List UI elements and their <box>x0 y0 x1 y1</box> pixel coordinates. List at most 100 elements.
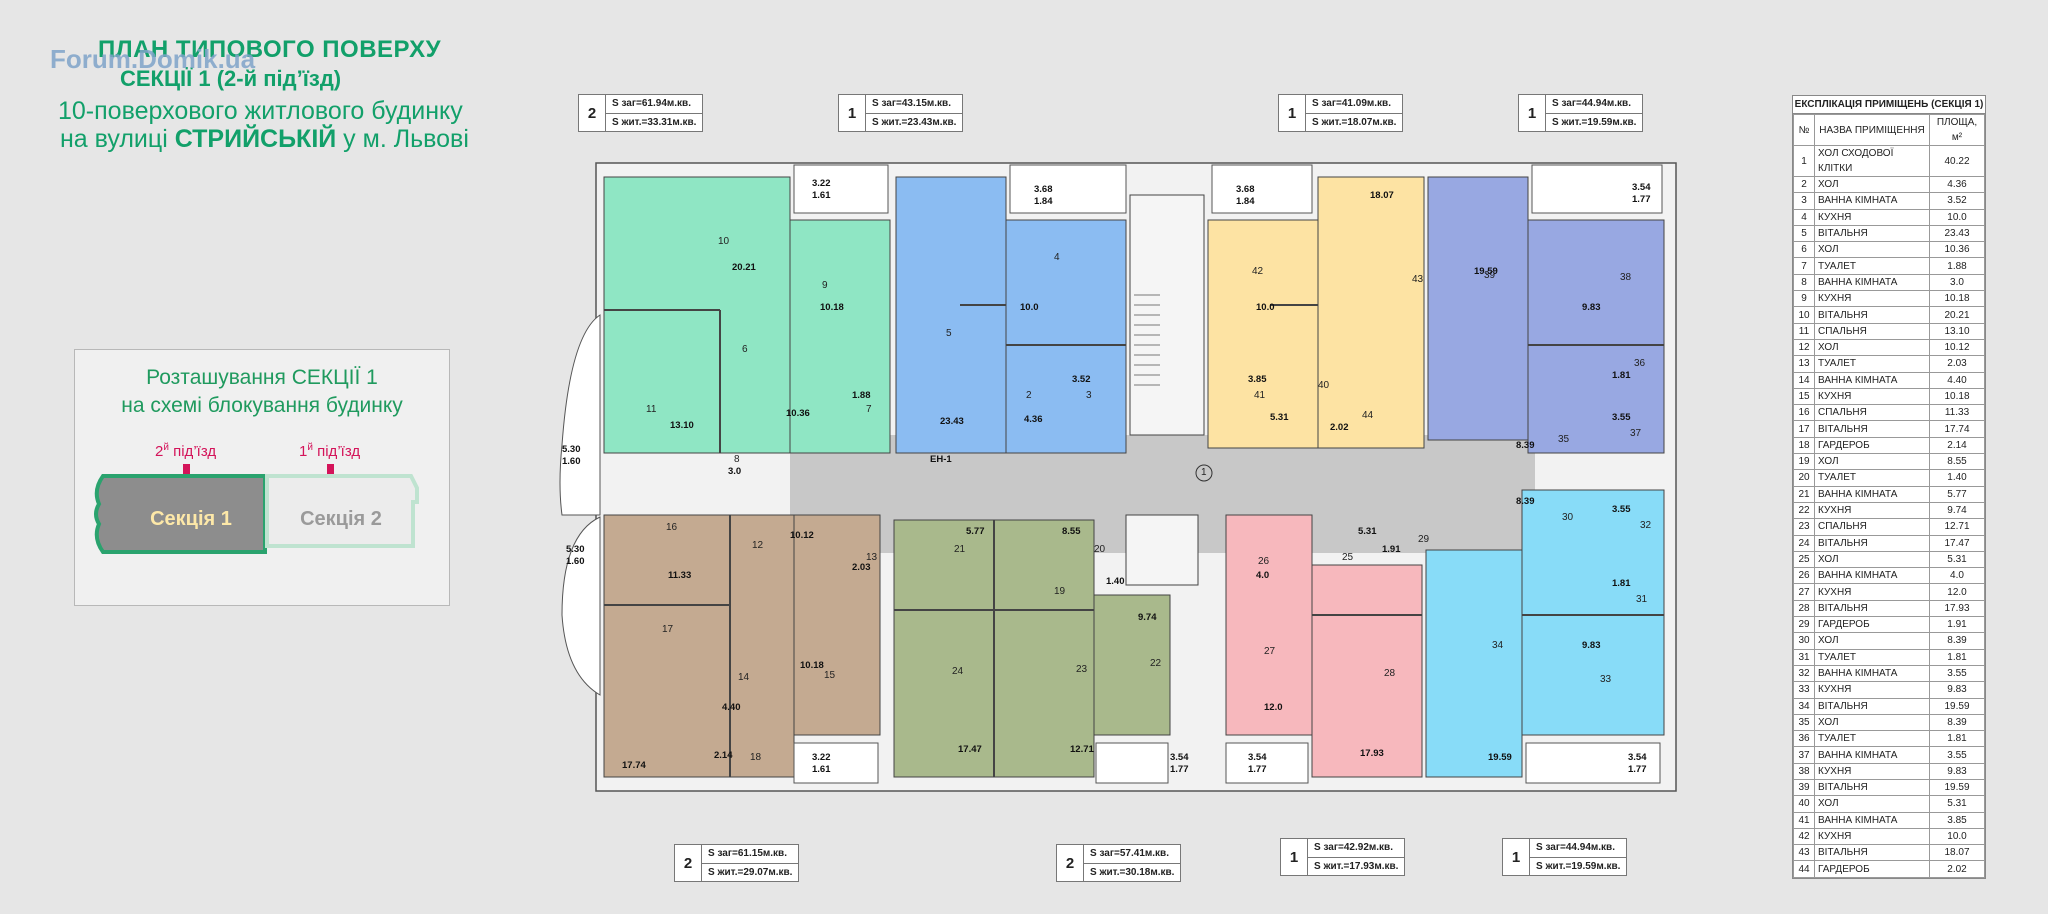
room-number: 13 <box>866 552 878 563</box>
explication-cell-num: 23 <box>1793 518 1815 536</box>
apartment-area-tag: 1 S заг=43.15м.кв.S жит.=23.43м.кв. <box>838 94 964 132</box>
explication-cell-num: 38 <box>1793 762 1815 780</box>
explication-cell-name: ГАРДЕРОБ <box>1814 436 1930 455</box>
explication-cell-num: 6 <box>1793 241 1815 259</box>
explication-cell-name: ВІТАЛЬНЯ <box>1814 534 1930 552</box>
balcony-coef: 1.77 <box>1170 764 1189 775</box>
room-number: 38 <box>1620 272 1632 283</box>
explication-cell-area: 19.59 <box>1929 697 1985 715</box>
room-number: 33 <box>1600 674 1612 685</box>
area-label: 1.40 <box>1106 576 1125 587</box>
room-number: 44 <box>1362 410 1374 421</box>
explication-cell-name: ХОЛ <box>1814 795 1930 813</box>
area-label: 9.74 <box>1138 612 1157 623</box>
area-label: 8.55 <box>1062 526 1081 537</box>
explication-cell-area: 10.18 <box>1929 290 1985 308</box>
area-label: 12.0 <box>1264 702 1283 713</box>
explication-cell-area: 3.85 <box>1929 811 1985 829</box>
floor-plan <box>559 162 1677 792</box>
room-number: 22 <box>1150 658 1162 669</box>
area-label: 1.91 <box>1382 544 1401 555</box>
explication-cell-area: 19.59 <box>1929 778 1985 797</box>
room-number: 14 <box>738 672 750 683</box>
explication-cell-name: ВАННА КІМНАТА <box>1814 567 1930 585</box>
apartment-area-tag: 2 S заг=61.15м.кв.S жит.=29.07м.кв. <box>674 844 800 882</box>
room-number: 3 <box>1086 390 1092 401</box>
explication-cell-area: 8.39 <box>1929 632 1985 650</box>
area-label: 18.07 <box>1370 190 1394 201</box>
room-explication-table: ЕКСПЛІКАЦІЯ ПРИМІЩЕНЬ (СЕКЦІЯ 1) № НАЗВА… <box>1792 95 1986 879</box>
explication-cell-num: 9 <box>1793 290 1815 308</box>
explication-cell-area: 17.47 <box>1929 534 1985 552</box>
apartment-1-blue <box>895 176 1007 454</box>
explication-cell-area: 8.55 <box>1929 453 1985 471</box>
explication-cell-area: 20.21 <box>1929 306 1985 324</box>
location-title: Розташування СЕКЦІЇ 1 <box>146 366 378 389</box>
area-label: 4.36 <box>1024 414 1043 425</box>
explication-cell-name: ТУАЛЕТ <box>1814 730 1930 748</box>
explication-cell-name: ХОЛ СХОДОВОЇ КЛІТКИ <box>1814 145 1930 177</box>
explication-cell-num: 7 <box>1793 257 1815 275</box>
explication-cell-num: 3 <box>1793 192 1815 210</box>
balcony-coef: 1.60 <box>562 456 581 467</box>
room-number: 37 <box>1630 428 1642 439</box>
explication-cell-num: 25 <box>1793 550 1815 569</box>
explication-cell-name: КУХНЯ <box>1814 681 1930 699</box>
area-label: 8.39 <box>1516 440 1535 451</box>
explication-cell-area: 5.31 <box>1929 795 1985 813</box>
balcony-area: 5.30 <box>566 544 585 555</box>
apartment-area-tag: 1 S заг=42.92м.кв.S жит.=17.93м.кв. <box>1280 838 1406 876</box>
room-number: 15 <box>824 670 836 681</box>
explication-cell-area: 18.07 <box>1929 844 1985 862</box>
explication-cell-num: 33 <box>1793 681 1815 699</box>
room-number: 11 <box>646 404 657 415</box>
explication-cell-num: 30 <box>1793 632 1815 650</box>
apartment-area-tag: 1 S заг=44.94м.кв.S жит.=19.59м.кв. <box>1518 94 1644 132</box>
explication-cell-area: 23.43 <box>1929 224 1985 243</box>
balcony-coef: 1.77 <box>1248 764 1267 775</box>
explication-cell-area: 12.0 <box>1929 583 1985 601</box>
explication-cell-area: 17.93 <box>1929 599 1985 618</box>
entrance-1-marker <box>327 464 334 475</box>
area-label: 8.39 <box>1516 496 1535 507</box>
explication-cell-num: 8 <box>1793 273 1815 292</box>
room-number: 18 <box>750 752 762 763</box>
room-number: 6 <box>742 344 748 355</box>
area-label: 10.0 <box>1020 302 1039 313</box>
area-label: 11.33 <box>668 570 692 581</box>
balcony-area: 3.68 <box>1034 184 1053 195</box>
explication-cell-num: 12 <box>1793 338 1815 357</box>
explication-cell-num: 2 <box>1793 175 1815 194</box>
explication-cell-num: 17 <box>1793 420 1815 438</box>
location-subtitle: на схемі блокування будинку <box>121 394 403 417</box>
explication-cell-name: ВАННА КІМНАТА <box>1814 664 1930 683</box>
explication-cell-name: ГАРДЕРОБ <box>1814 616 1930 634</box>
area-label: 3.85 <box>1248 374 1267 385</box>
explication-cell-name: КУХНЯ <box>1814 762 1930 780</box>
explication-cell-num: 44 <box>1793 860 1815 878</box>
room-number: 2 <box>1026 390 1032 401</box>
explication-cell-name: ВАННА КІМНАТА <box>1814 192 1930 210</box>
explication-cell-name: ХОЛ <box>1814 453 1930 471</box>
explication-cell-name: ВІТАЛЬНЯ <box>1814 778 1930 797</box>
room-number: 43 <box>1412 274 1424 285</box>
explication-cell-num: 40 <box>1793 795 1815 813</box>
apartment-area-tag: 2 S заг=57.41м.кв.S жит.=30.18м.кв. <box>1056 844 1182 882</box>
area-label: 5.77 <box>966 526 985 537</box>
